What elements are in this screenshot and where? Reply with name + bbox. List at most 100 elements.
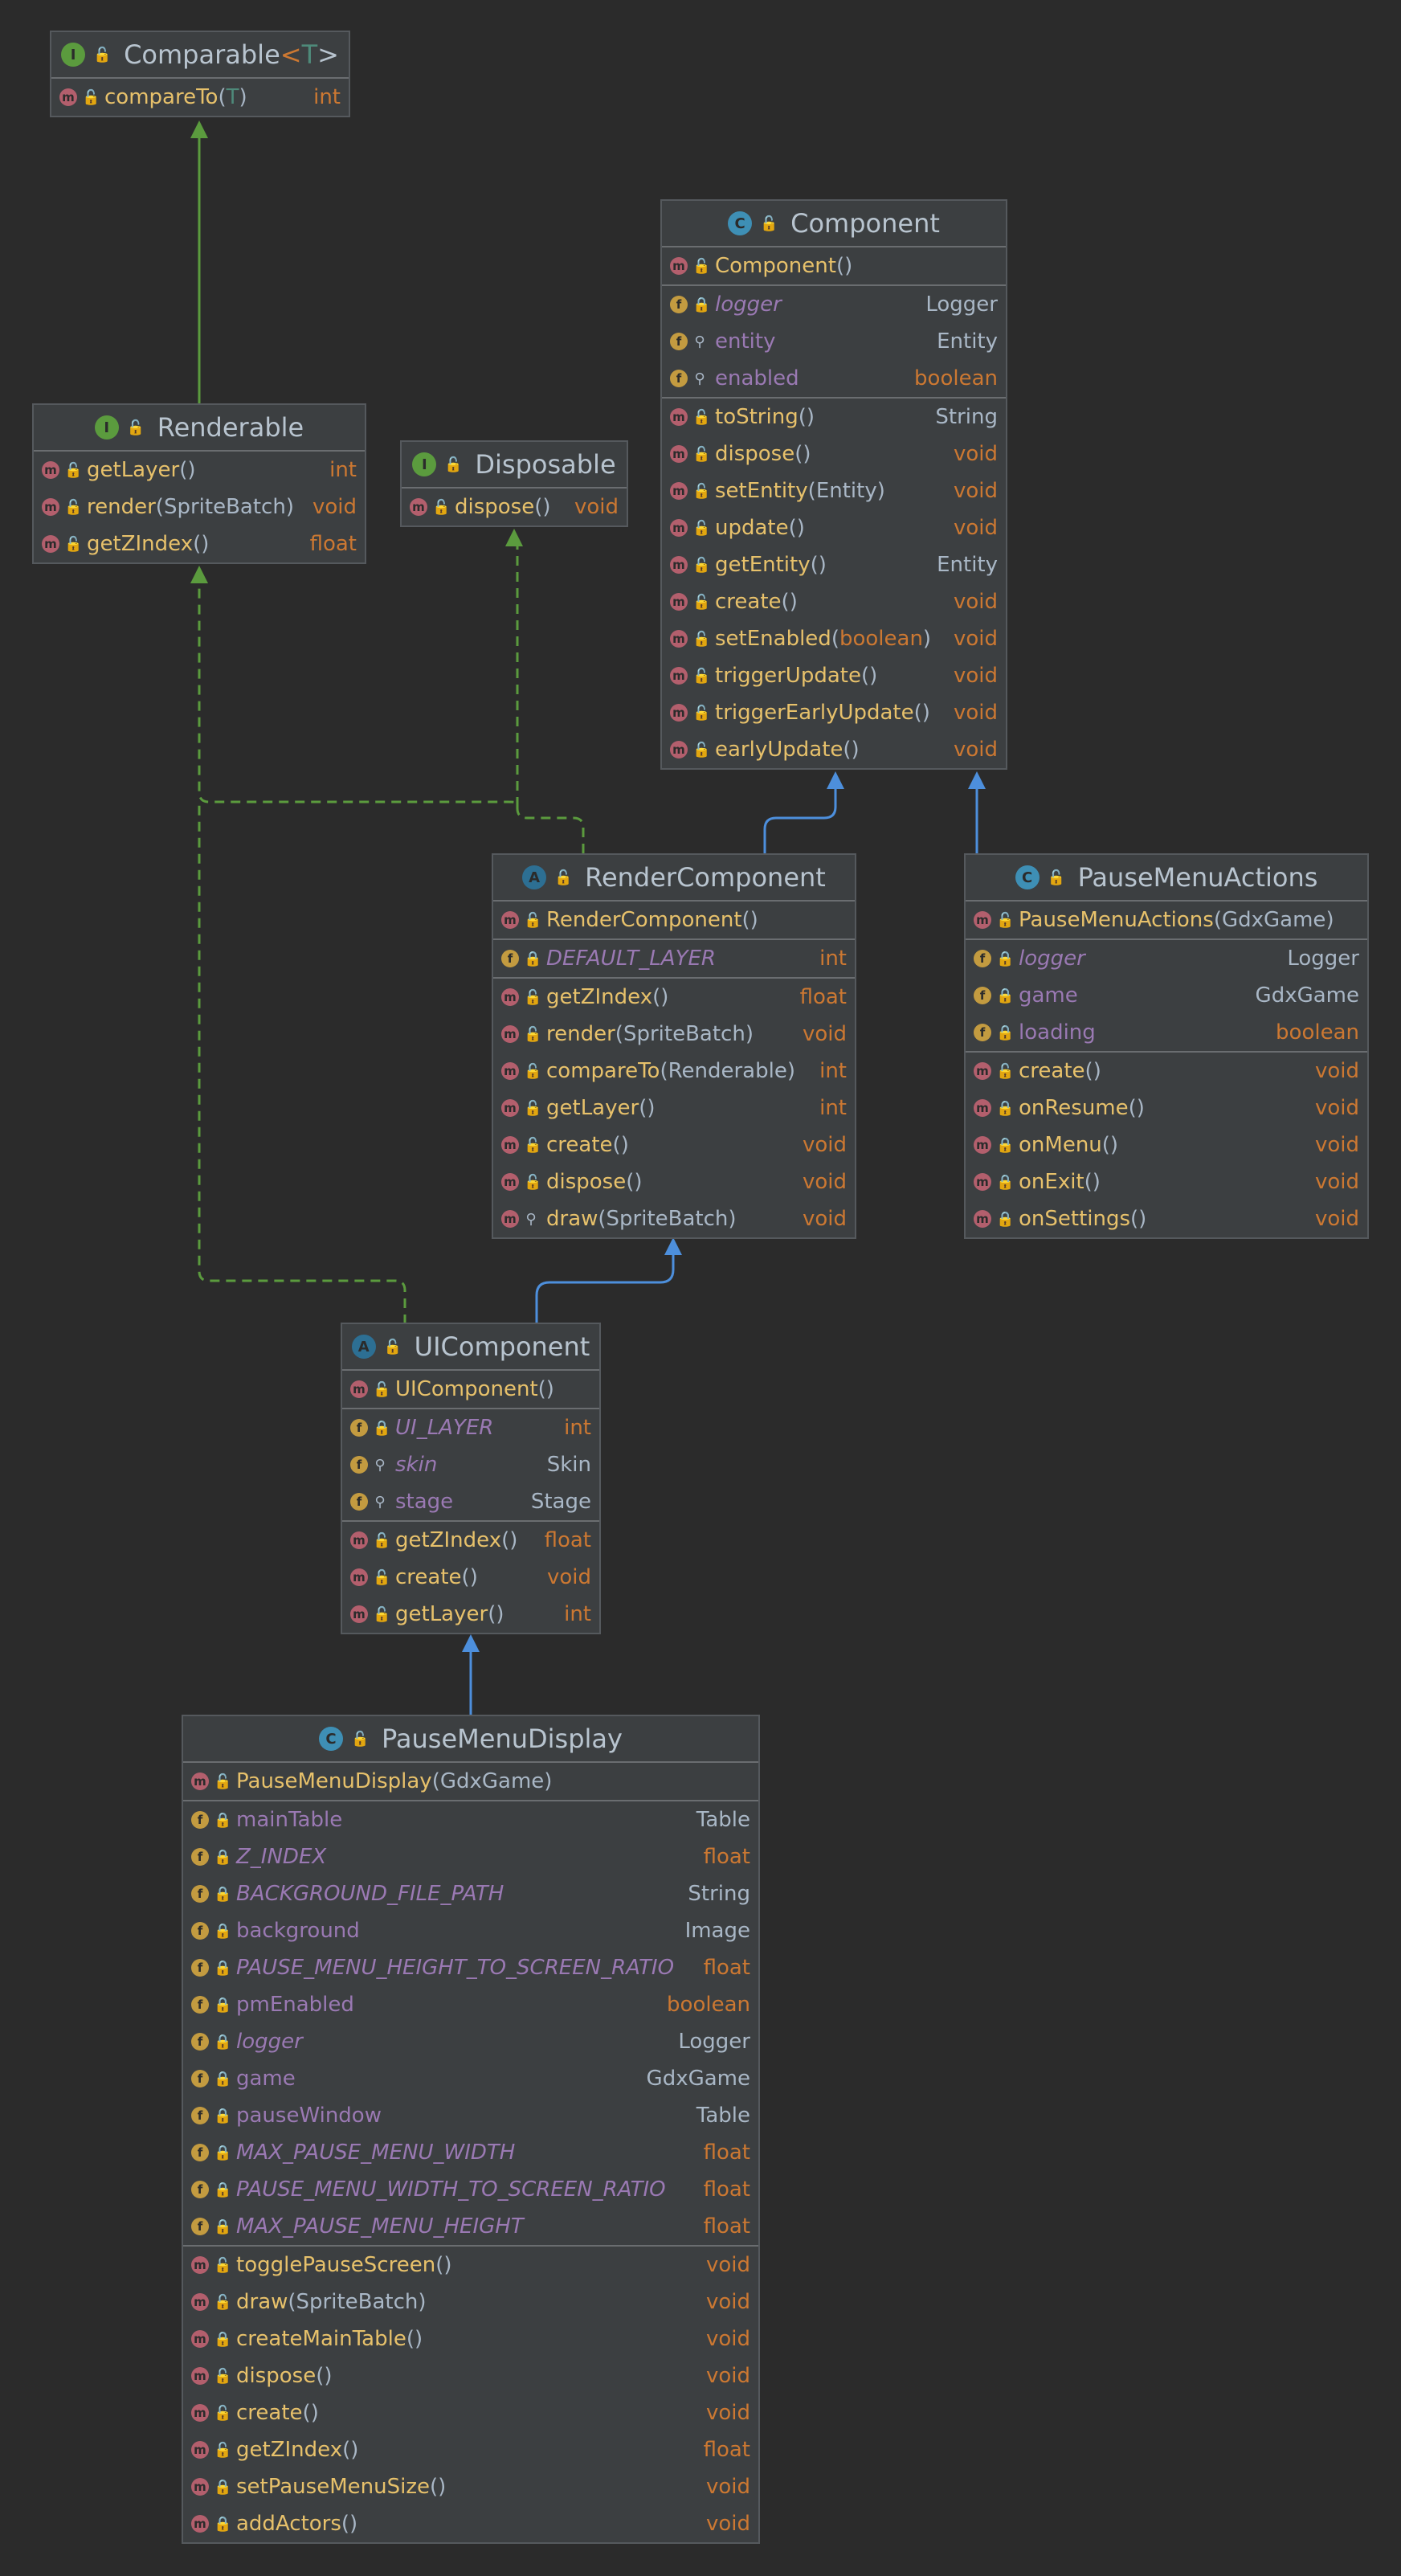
method-icon: m — [42, 461, 59, 479]
method-row[interactable]: m🔓 getLayer() int — [493, 1090, 855, 1126]
method-row[interactable]: m🔓 dispose() void — [493, 1163, 855, 1200]
method-params: boolean — [839, 627, 923, 651]
method-row[interactable]: m🔒 createMainTable() void — [183, 2320, 758, 2357]
method-row[interactable]: m🔒 onSettings() void — [966, 1200, 1367, 1237]
field-row[interactable]: f🔒 PAUSE_MENU_HEIGHT_TO_SCREEN_RATIO flo… — [183, 1949, 758, 1986]
class-box-ui-component[interactable]: A 🔓 UIComponent m🔓 UIComponent() f🔒 UI_L… — [341, 1323, 601, 1634]
pin-icon: ⚲ — [694, 370, 705, 387]
method-row[interactable]: m🔓 create() void — [493, 1126, 855, 1163]
field-type: float — [703, 2214, 750, 2239]
unlocked-icon: 🔓 — [373, 1380, 391, 1398]
method-icon: m — [974, 1173, 991, 1191]
field-name: skin — [395, 1453, 438, 1477]
method-row[interactable]: m🔓 dispose() void — [183, 2357, 758, 2394]
field-type: Logger — [925, 292, 998, 317]
method-row[interactable]: m🔓 earlyUpdate() void — [662, 731, 1006, 768]
field-row[interactable]: f⚲ skin Skin — [342, 1446, 599, 1483]
member-row[interactable]: m🔓 render(SpriteBatch) void — [34, 489, 365, 525]
method-row[interactable]: m🔒 addActors() void — [183, 2505, 758, 2542]
field-row[interactable]: f🔒 PAUSE_MENU_WIDTH_TO_SCREEN_RATIO floa… — [183, 2171, 758, 2208]
method-icon: m — [501, 1136, 519, 1154]
return-type: void — [1314, 1170, 1359, 1194]
field-row[interactable]: f🔒 logger Logger — [662, 284, 1006, 323]
method-row[interactable]: m🔓 dispose() void — [662, 435, 1006, 472]
field-row[interactable]: f🔒 MAX_PAUSE_MENU_WIDTH float — [183, 2134, 758, 2171]
field-icon: f — [191, 1959, 209, 1977]
method-row[interactable]: m🔓 setEnabled(boolean) void — [662, 620, 1006, 657]
method-row[interactable]: m🔒 onExit() void — [966, 1163, 1367, 1200]
method-icon: m — [670, 556, 688, 574]
method-row[interactable]: m🔓 getEntity() Entity — [662, 546, 1006, 583]
constructor-row[interactable]: m🔓 UIComponent() — [342, 1371, 599, 1408]
field-type: Logger — [678, 2030, 750, 2054]
method-row[interactable]: m🔒 setPauseMenuSize() void — [183, 2468, 758, 2505]
field-row[interactable]: f🔒 game GdxGame — [966, 977, 1367, 1014]
class-box-pause-menu-display[interactable]: C 🔓 PauseMenuDisplay m🔓 PauseMenuDisplay… — [182, 1715, 760, 2544]
method-row[interactable]: m🔓 create() void — [662, 583, 1006, 620]
field-row[interactable]: f🔒 mainTable Table — [183, 1800, 758, 1838]
field-row[interactable]: f🔒 pmEnabled boolean — [183, 1986, 758, 2023]
member-row[interactable]: m🔓 getLayer() int — [34, 452, 365, 489]
lock-icon: 🔒 — [692, 296, 711, 313]
method-row[interactable]: m⚲ draw(SpriteBatch) void — [493, 1200, 855, 1237]
method-row[interactable]: m🔒 onResume() void — [966, 1090, 1367, 1126]
field-name: pmEnabled — [236, 1993, 354, 2017]
field-row[interactable]: f🔒 Z_INDEX float — [183, 1838, 758, 1875]
method-name: dispose — [455, 495, 535, 519]
class-box-pause-menu-actions[interactable]: C 🔓 PauseMenuActions m🔓 PauseMenuActions… — [964, 853, 1369, 1239]
method-row[interactable]: m🔓 getLayer() int — [342, 1596, 599, 1633]
method-name: compareTo — [104, 85, 219, 109]
method-row[interactable]: m🔓 getZIndex() float — [342, 1520, 599, 1559]
method-row[interactable]: m🔓 setEntity(Entity) void — [662, 472, 1006, 509]
field-row[interactable]: f🔒 logger Logger — [183, 2023, 758, 2060]
constructor-row[interactable]: m🔓 Component() — [662, 247, 1006, 284]
field-icon: f — [501, 950, 519, 967]
method-name: render — [546, 1022, 615, 1046]
field-row[interactable]: f🔒 pauseWindow Table — [183, 2097, 758, 2134]
field-row[interactable]: f🔒 BACKGROUND_FILE_PATH String — [183, 1875, 758, 1912]
constructor-row[interactable]: m🔓 RenderComponent() — [493, 902, 855, 938]
field-type: int — [819, 947, 847, 971]
method-icon: m — [974, 1136, 991, 1154]
class-box-comparable[interactable]: I 🔓 Comparable<T> m 🔓 compareTo(T) int — [50, 31, 350, 117]
member-row[interactable]: m🔓 getZIndex() float — [34, 525, 365, 562]
method-row[interactable]: m🔓 update() void — [662, 509, 1006, 546]
method-icon: m — [350, 1605, 368, 1623]
method-row[interactable]: m🔓 triggerEarlyUpdate() void — [662, 694, 1006, 731]
member-row[interactable]: m🔓 dispose() void — [402, 489, 627, 525]
class-box-renderable[interactable]: I 🔓 Renderable m🔓 getLayer() int m🔓 rend… — [32, 403, 366, 564]
method-row[interactable]: m🔓 toString() String — [662, 397, 1006, 435]
constructor-row[interactable]: m🔓 PauseMenuDisplay(GdxGame) — [183, 1763, 758, 1800]
method-row[interactable]: m🔓 triggerUpdate() void — [662, 657, 1006, 694]
method-row[interactable]: m🔓 render(SpriteBatch) void — [493, 1016, 855, 1053]
field-row[interactable]: f🔒 UI_LAYER int — [342, 1408, 599, 1446]
method-name: addActors — [236, 2512, 341, 2536]
method-row[interactable]: m🔓 create() void — [342, 1559, 599, 1596]
method-row[interactable]: m🔓 draw(SpriteBatch) void — [183, 2284, 758, 2320]
field-row[interactable]: f⚲ enabled boolean — [662, 360, 1006, 397]
method-name: onSettings — [1019, 1207, 1131, 1231]
edge-rendercomponent-component — [763, 771, 844, 853]
field-row[interactable]: f🔒 DEFAULT_LAYER int — [493, 938, 855, 977]
method-row[interactable]: m🔓 getZIndex() float — [493, 977, 855, 1016]
field-row[interactable]: f⚲ entity Entity — [662, 323, 1006, 360]
member-row[interactable]: m 🔓 compareTo(T) int — [51, 79, 349, 116]
method-row[interactable]: m🔓 togglePauseScreen() void — [183, 2245, 758, 2284]
field-row[interactable]: f🔒 MAX_PAUSE_MENU_HEIGHT float — [183, 2208, 758, 2245]
field-row[interactable]: f🔒 background Image — [183, 1912, 758, 1949]
field-row[interactable]: f🔒 game GdxGame — [183, 2060, 758, 2097]
method-row[interactable]: m🔓 create() void — [966, 1051, 1367, 1090]
field-row[interactable]: f⚲ stage Stage — [342, 1483, 599, 1520]
method-name: onMenu — [1019, 1133, 1102, 1157]
method-row[interactable]: m🔓 create() void — [183, 2394, 758, 2431]
class-box-disposable[interactable]: I 🔓 Disposable m🔓 dispose() void — [400, 440, 628, 527]
method-row[interactable]: m🔓 getZIndex() float — [183, 2431, 758, 2468]
class-box-component[interactable]: C 🔓 Component m🔓 Component() f🔒 logger L… — [660, 199, 1007, 770]
field-row[interactable]: f🔒 logger Logger — [966, 938, 1367, 977]
method-row[interactable]: m🔒 onMenu() void — [966, 1126, 1367, 1163]
method-row[interactable]: m🔓 compareTo(Renderable) int — [493, 1053, 855, 1090]
class-box-render-component[interactable]: A 🔓 RenderComponent m🔓 RenderComponent()… — [492, 853, 856, 1239]
field-icon: f — [350, 1493, 368, 1511]
constructor-row[interactable]: m🔓 PauseMenuActions(GdxGame) — [966, 902, 1367, 938]
field-row[interactable]: f🔒 loading boolean — [966, 1014, 1367, 1051]
